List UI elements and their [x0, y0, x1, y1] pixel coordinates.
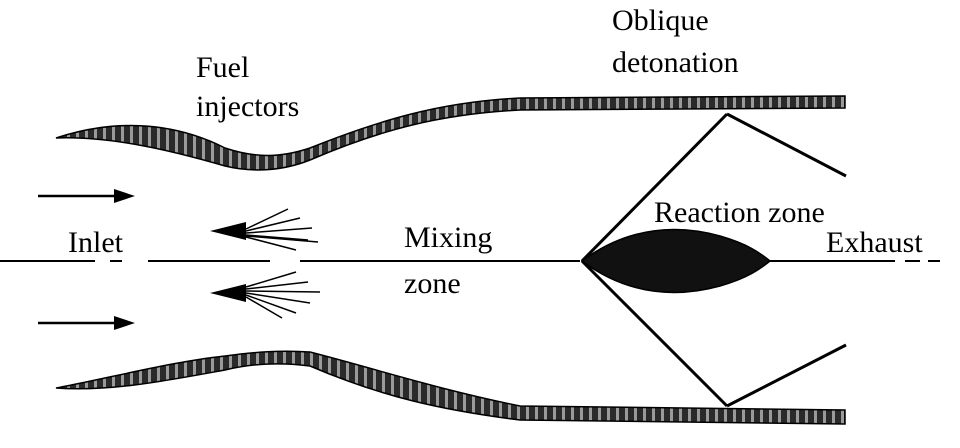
fuel-injectors-label-line-1: Fuel — [196, 51, 249, 84]
incident-shock-upper — [580, 112, 729, 263]
arrow-head-icon — [114, 316, 135, 330]
oblique-detonation-label-line-1: Oblique — [612, 4, 709, 37]
oblique-detonation-label: Oblique detonation — [612, 4, 739, 79]
reflected-shock-upper — [726, 112, 847, 178]
incident-shock-lower — [580, 259, 729, 408]
arrow-head-icon — [114, 189, 135, 203]
mixing-zone-label: Mixing zone — [404, 221, 500, 300]
mixing-zone-label-line-1: Mixing — [404, 221, 492, 254]
reflected-shock-lower — [726, 343, 847, 408]
fuel-injectors-label: Fuel injectors — [196, 51, 299, 123]
injector-nozzle-icon — [210, 222, 246, 240]
injector-nozzle-icon — [210, 284, 246, 302]
oblique-detonation-waves — [580, 112, 847, 408]
oblique-detonation-label-line-2: detonation — [612, 46, 739, 79]
mixing-zone-label-line-2: zone — [404, 267, 461, 300]
inlet-flow-arrows — [38, 189, 135, 330]
upper-combustor-wall — [55, 95, 846, 171]
inlet-label: Inlet — [68, 226, 124, 259]
reaction-zone-label: Reaction zone — [654, 196, 825, 229]
lower-combustor-wall — [55, 350, 846, 425]
exhaust-label: Exhaust — [826, 226, 923, 259]
fuel-spray-lower — [210, 271, 321, 319]
fuel-spray-upper — [210, 208, 319, 251]
fuel-injectors-label-line-2: injectors — [196, 90, 299, 123]
reaction-zone-shape — [580, 228, 772, 294]
